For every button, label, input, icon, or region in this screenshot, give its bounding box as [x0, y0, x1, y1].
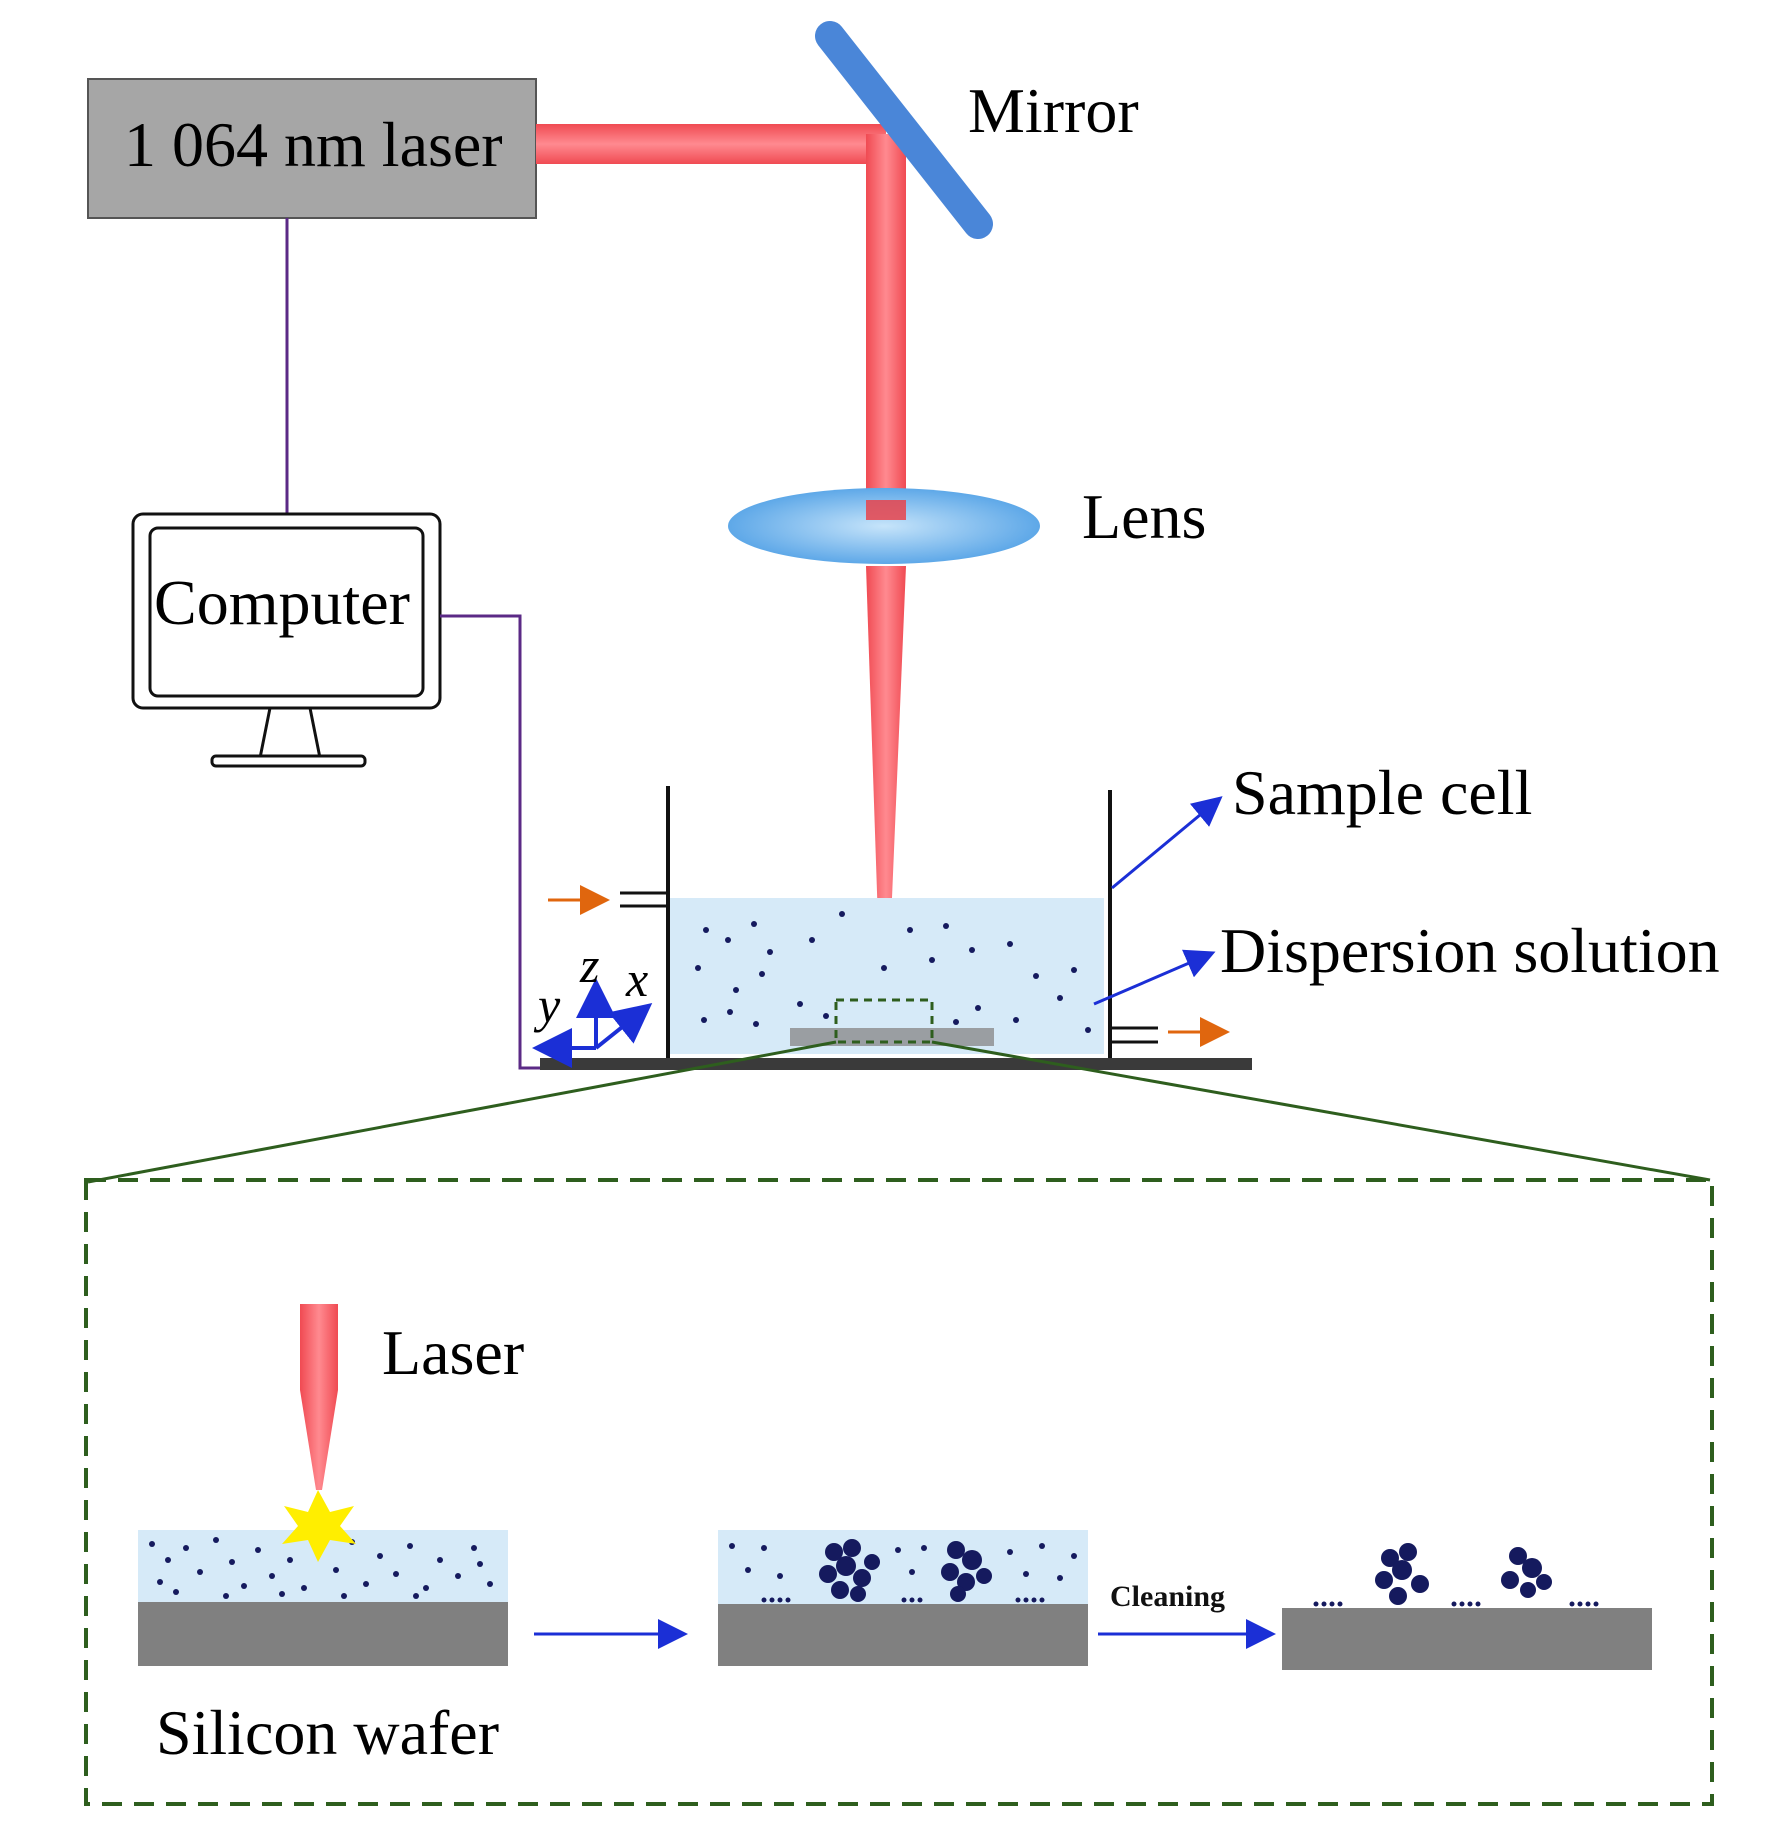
inset-panel-ablation: [718, 1530, 1088, 1666]
sample-cell: [540, 786, 1252, 1070]
zoom-connector-left: [87, 1040, 837, 1184]
cleaning-label: Cleaning: [1110, 1580, 1225, 1613]
inset-laser: Laser: [300, 1304, 524, 1490]
sample-cell-label: Sample cell: [1232, 757, 1532, 828]
coordinate-axes: z x y: [532, 937, 653, 1068]
inset-panel-before: Silicon wafer: [138, 1490, 508, 1768]
laser-source: 1 064 nm laser: [87, 78, 537, 219]
stage-base: [540, 1058, 1252, 1070]
particle-cluster-icon: [1375, 1543, 1429, 1605]
spark-icon: [282, 1490, 356, 1562]
mirror-plate-icon: [815, 21, 993, 239]
particle-cluster-icon: [1501, 1547, 1552, 1598]
convex-lens-icon: [728, 488, 1040, 564]
laser-beam-focused: [866, 566, 906, 1040]
zoom-connector-right: [931, 1040, 1711, 1182]
mirror-label: Mirror: [968, 75, 1139, 146]
computer: Computer: [131, 512, 442, 768]
inset-panel-after-cleaning: [1282, 1543, 1652, 1670]
silicon-wafer-label: Silicon wafer: [156, 1697, 499, 1768]
laser-source-label: 1 064 nm laser: [124, 109, 503, 180]
solution-particles: [695, 911, 1091, 1033]
zoom-region-marker: [834, 998, 934, 1044]
mirror: Mirror: [815, 21, 1139, 239]
lens: Lens: [728, 481, 1206, 564]
axis-z-label: z: [579, 937, 599, 993]
particle-cluster-icon: [819, 1539, 880, 1602]
axis-x-label: x: [625, 951, 648, 1007]
laser-beam-lens-pass: [866, 500, 906, 520]
particle-cluster-icon: [941, 1541, 992, 1602]
axis-y-label: y: [533, 977, 561, 1033]
laser-beam-vertical: [866, 134, 906, 520]
dispersion-solution-label: Dispersion solution: [1220, 915, 1720, 986]
dispersion-pointer-arrow: [1093, 949, 1216, 1006]
silicon-wafer-in-cell: [790, 1028, 994, 1046]
inset-detail-frame: [84, 1178, 1714, 1806]
outlet-pipe: [1110, 1026, 1158, 1044]
computer-label: Computer: [154, 567, 410, 638]
lens-label: Lens: [1082, 481, 1206, 552]
computer-stage-cable: [440, 614, 540, 1070]
laser-label: Laser: [382, 1317, 524, 1388]
laser-beam-horizontal: [536, 124, 886, 164]
sample-cell-pointer-arrow: [1111, 796, 1223, 890]
